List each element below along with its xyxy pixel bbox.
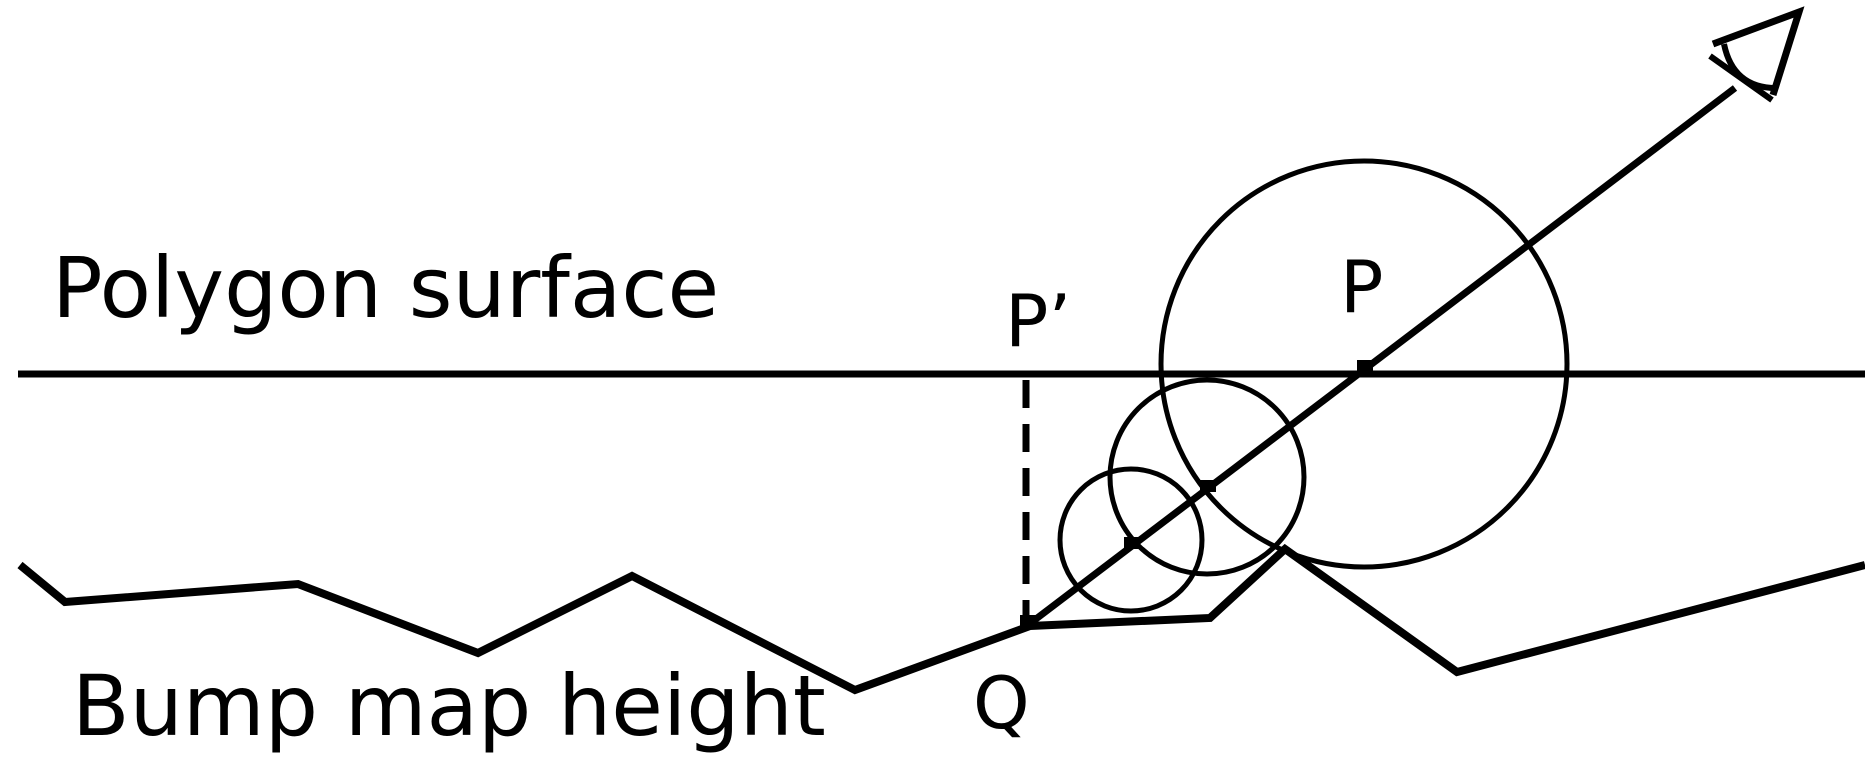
arrow-head-icon	[1711, 6, 1805, 97]
sphere-circle-large	[1158, 158, 1570, 570]
p-label: P	[1340, 245, 1383, 329]
polygon-surface-label: Polygon surface	[52, 239, 719, 337]
sample-point-p	[1357, 360, 1373, 372]
q-label: Q	[973, 661, 1030, 745]
bump-map-height-label: Bump map height	[72, 657, 826, 755]
sample-point-3	[1124, 537, 1140, 549]
sphere-circle-medium	[1107, 377, 1307, 577]
bump-map-profile	[17, 543, 1865, 695]
sample-point-2	[1200, 480, 1216, 492]
view-ray	[1025, 85, 1738, 628]
p-prime-label: P’	[1005, 279, 1071, 363]
sphere-circle-small	[1057, 466, 1205, 614]
sample-point-q	[1020, 615, 1036, 627]
eye-icon	[1708, 43, 1777, 103]
